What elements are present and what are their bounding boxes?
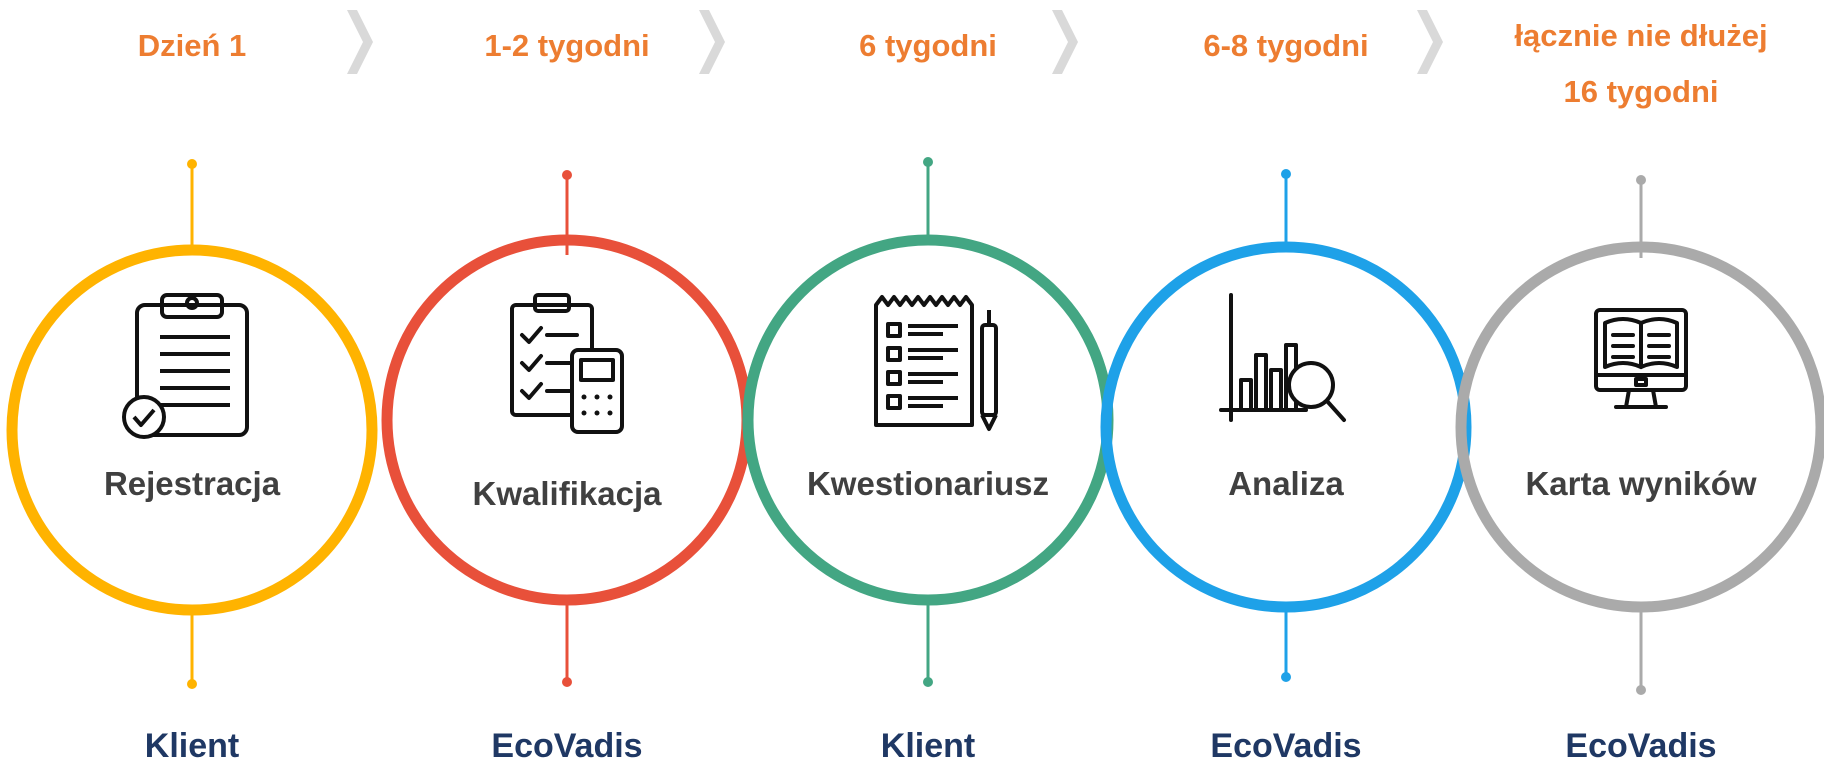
step-duration-label: 6 tygodni: [859, 28, 997, 63]
top-connector-dot: [1281, 169, 1291, 179]
bottom-connector-dot: [187, 679, 197, 689]
chevron-arrow-icon: [699, 10, 725, 74]
step-duration-label: 1-2 tygodni: [484, 28, 649, 63]
step-ring: [1100, 241, 1472, 613]
bottom-connector-dot: [562, 677, 572, 687]
bottom-connector-dot: [923, 677, 933, 687]
step-ring: [1455, 241, 1824, 613]
process-step: [742, 157, 1114, 687]
step-name-label: Analiza: [1228, 465, 1344, 502]
step-duration-label: 16 tygodni: [1563, 74, 1718, 109]
step-ring: [6, 244, 378, 616]
step-owner-label: EcoVadis: [1565, 727, 1716, 764]
process-step: [1100, 169, 1472, 682]
process-step: [6, 159, 378, 689]
step-name-label: Rejestracja: [104, 465, 281, 502]
clipboard-check-icon: [122, 293, 249, 439]
step-name-label: Kwalifikacja: [473, 475, 663, 512]
step-owner-label: EcoVadis: [491, 727, 642, 764]
checklist-calculator-icon: [510, 293, 624, 434]
chevron-arrow-icon: [1417, 10, 1443, 74]
step-owner-label: Klient: [881, 727, 975, 764]
step-duration-label: 6-8 tygodni: [1203, 28, 1368, 63]
questionnaire-pen-icon: [874, 295, 998, 431]
step-name-label: Karta wyników: [1525, 465, 1756, 502]
step-duration-label: łącznie nie dłużej: [1514, 18, 1767, 53]
chart-magnifier-icon: [1219, 293, 1346, 422]
top-connector-dot: [187, 159, 197, 169]
top-connector-dot: [1636, 175, 1646, 185]
chevron-arrow-icon: [347, 10, 373, 74]
bottom-connector-dot: [1636, 685, 1646, 695]
top-connector-dot: [562, 170, 572, 180]
top-connector-dot: [923, 157, 933, 167]
step-owner-label: EcoVadis: [1210, 727, 1361, 764]
bottom-connector-dot: [1281, 672, 1291, 682]
step-duration-label: Dzień 1: [138, 28, 247, 63]
monitor-book-icon: [1594, 308, 1688, 409]
process-step: [381, 170, 753, 687]
step-name-label: Kwestionariusz: [807, 465, 1049, 502]
chevron-arrow-icon: [1052, 10, 1078, 74]
step-ring: [742, 234, 1114, 606]
process-step: [1455, 175, 1824, 695]
step-owner-label: Klient: [145, 727, 239, 764]
